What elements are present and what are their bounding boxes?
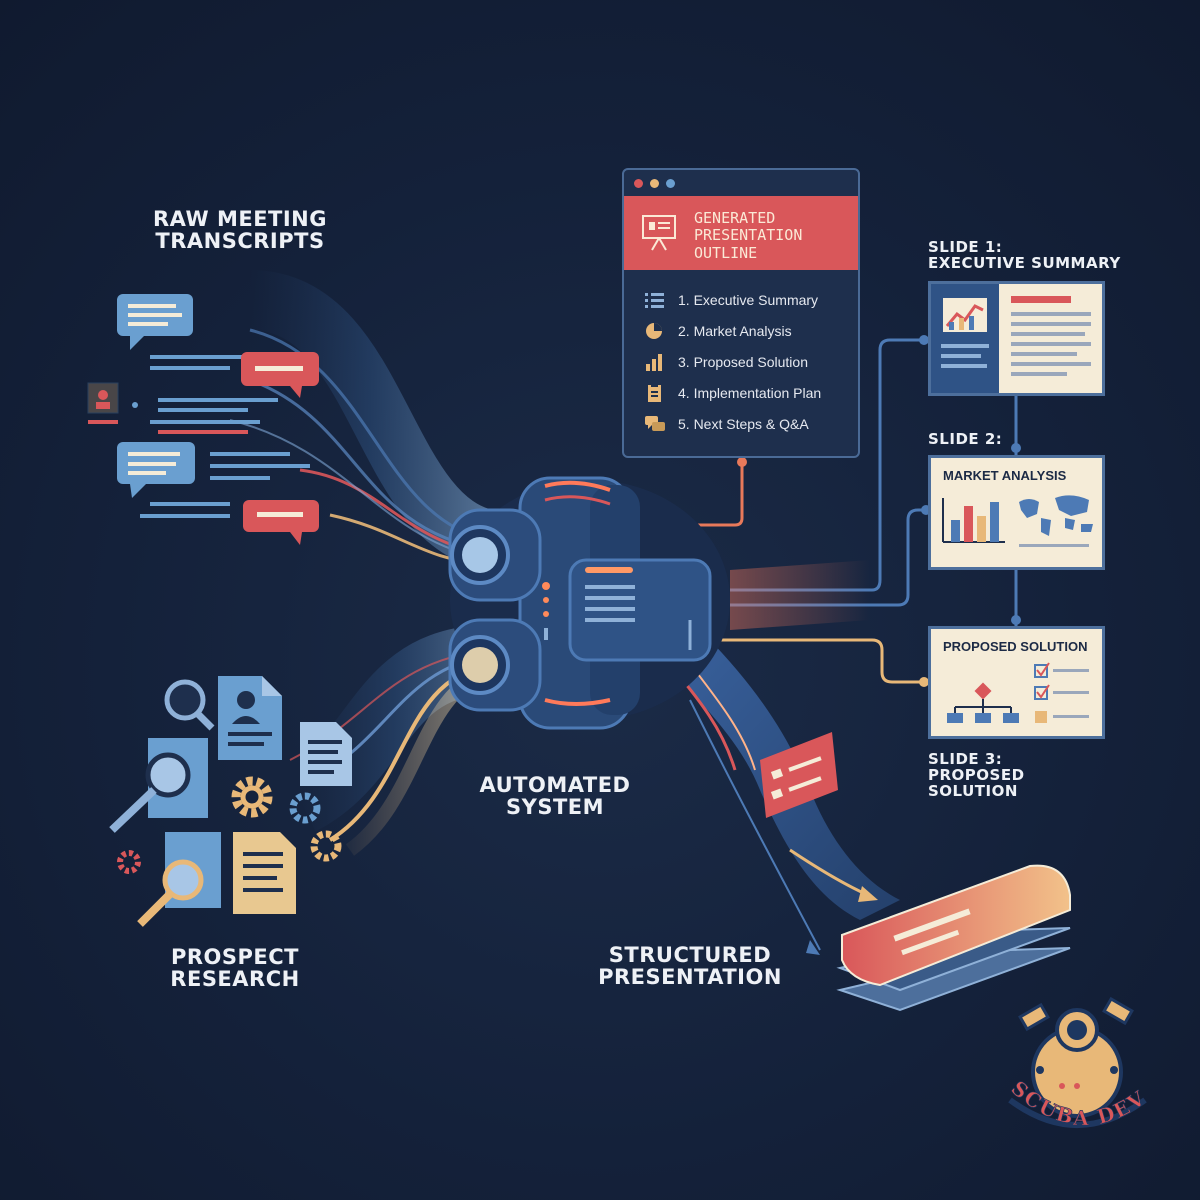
svg-text:SCUBA DEV: SCUBA DEV [1007, 1080, 1151, 1130]
stacked-presentation [836, 864, 1071, 1012]
outline-item-implementation-plan: 4. Implementation Plan [644, 381, 821, 405]
list-icon [645, 293, 664, 308]
presentation-outline-window: GENERATED PRESENTATION OUTLINE 1. Execut… [622, 168, 860, 458]
window-maximize-dot [666, 179, 675, 188]
gear-icon [310, 830, 342, 862]
floating-slide-icon [760, 732, 838, 818]
gear-icon [289, 792, 321, 824]
outline-title: GENERATED PRESENTATION OUTLINE [694, 209, 803, 262]
outline-item-next-steps: 5. Next Steps & Q&A [644, 412, 809, 436]
presentation-board-icon [642, 215, 676, 251]
gear-icon [231, 776, 273, 818]
market-analysis-preview [942, 495, 1093, 547]
scuba-dev-logo [1008, 996, 1147, 1128]
document-icon [233, 832, 296, 914]
output-ribbon [640, 629, 900, 955]
checklist-icon [1034, 662, 1089, 723]
structured-presentation-label: STRUCTURED PRESENTATION [598, 943, 782, 990]
logo-text: SCUBA DEV [1006, 1080, 1151, 1131]
output-glow [730, 560, 870, 630]
search-document-icon [137, 832, 221, 927]
chat-bubble-icon [243, 500, 319, 545]
profile-document-icon [218, 676, 282, 760]
raw-transcripts-label: RAW MEETING TRANSCRIPTS [153, 207, 327, 254]
raw-transcripts-icons [87, 294, 319, 545]
window-close-dot [634, 179, 643, 188]
gear-icon [117, 850, 141, 874]
chat-icon [645, 416, 665, 431]
clipboard-icon [648, 384, 661, 402]
chat-bubble-icon [241, 352, 319, 398]
window-minimize-dot [650, 179, 659, 188]
slide2-caption: SLIDE 2: [928, 430, 1003, 448]
outline-item-proposed-solution: 3. Proposed Solution [644, 350, 808, 374]
transcript-flow-streams [229, 270, 498, 570]
chat-bubble-icon [117, 442, 195, 498]
magnifier-icon [164, 679, 215, 731]
automated-system-label: AUTOMATED SYSTEM [479, 773, 631, 820]
document-icon [300, 722, 352, 786]
bar-chart-icon [646, 354, 662, 371]
outline-item-market-analysis: 2. Market Analysis [644, 319, 792, 343]
slide-card-market-analysis: MARKET ANALYSIS [928, 455, 1105, 570]
slide-card-executive-summary [928, 281, 1105, 396]
window-title-bar [624, 170, 858, 196]
slide3-caption: SLIDE 3: PROPOSED SOLUTION [928, 750, 1025, 800]
world-map-icon [1019, 495, 1093, 536]
prospect-research-label: PROSPECT RESEARCH [170, 945, 300, 992]
outline-item-executive-summary: 1. Executive Summary [644, 288, 818, 312]
prospect-research-icons [109, 676, 352, 927]
executive-summary-preview [931, 284, 1102, 393]
slide1-caption: SLIDE 1: EXECUTIVE SUMMARY [928, 238, 1121, 272]
user-avatar-icon [87, 382, 119, 414]
search-document-icon [109, 738, 208, 833]
slide-card-proposed-solution: PROPOSED SOLUTION [928, 626, 1105, 739]
outline-header [624, 196, 858, 270]
proposed-solution-title: PROPOSED SOLUTION [943, 639, 1088, 654]
proposed-solution-preview [947, 662, 1089, 723]
pie-chart-icon [646, 323, 662, 339]
automated-system-machine [448, 476, 730, 730]
market-analysis-title: MARKET ANALYSIS [943, 468, 1067, 483]
chat-bubble-icon [117, 294, 193, 350]
